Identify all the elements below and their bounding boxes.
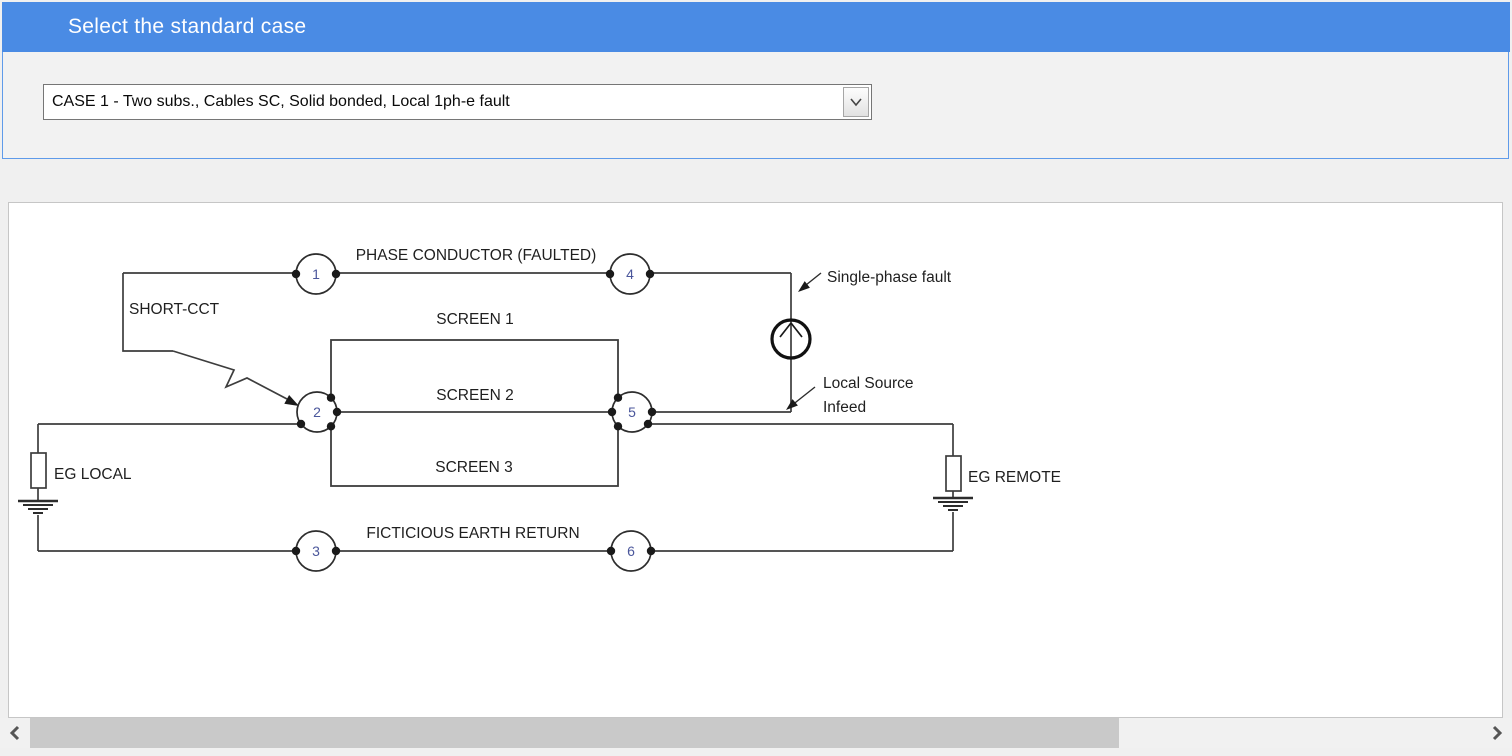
dialog-title: Select the standard case: [68, 15, 307, 38]
eg-local-label: EG LOCAL: [54, 466, 132, 483]
node-6-label: 6: [627, 543, 635, 559]
circuit-diagram: 1 4 2 5 3 6 PHASE CONDUCTOR (FAULTED) SH…: [18, 247, 1061, 572]
short-cct-arrowhead: [284, 395, 299, 406]
ficticious-earth-return-label: FICTICIOUS EARTH RETURN: [366, 525, 579, 542]
case-selector-panel: CASE 1 - Two subs., Cables SC, Solid bon…: [2, 52, 1509, 159]
scrollbar-thumb[interactable]: [30, 718, 1119, 748]
local-source-infeed-arrow: [786, 386, 816, 410]
chevron-left-icon: [9, 725, 20, 741]
phase-conductor-label: PHASE CONDUCTOR (FAULTED): [356, 247, 597, 264]
dialog-titlebar: Select the standard case: [2, 2, 1510, 52]
combobox-dropdown-button[interactable]: [843, 87, 869, 117]
screen3-label: SCREEN 3: [435, 459, 513, 476]
node-3-label: 3: [312, 543, 320, 559]
local-source-label-line1: Local Source: [823, 375, 913, 392]
short-cct-label: SHORT-CCT: [129, 301, 220, 318]
node-5-label: 5: [628, 404, 636, 420]
single-phase-fault-label: Single-phase fault: [827, 269, 952, 286]
single-phase-fault-arrow: [798, 272, 822, 292]
eg-remote-earthing-resistor: [945, 455, 962, 492]
node-4-label: 4: [626, 266, 634, 282]
chevron-down-icon: [850, 98, 862, 107]
node-2-label: 2: [313, 404, 321, 420]
eg-remote-label: EG REMOTE: [968, 469, 1061, 486]
eg-local-earthing-resistor: [30, 452, 47, 489]
case-combobox-value: CASE 1 - Two subs., Cables SC, Solid bon…: [52, 93, 510, 110]
window-bottom-edge: [0, 748, 1512, 756]
local-source-label-line2: Infeed: [823, 399, 866, 416]
node-1-label: 1: [312, 266, 320, 282]
eg-local-ground-icon: [18, 499, 58, 514]
scroll-left-button[interactable]: [0, 718, 30, 748]
current-source-icon: [770, 318, 812, 360]
scroll-right-button[interactable]: [1482, 718, 1512, 748]
case-combobox[interactable]: CASE 1 - Two subs., Cables SC, Solid bon…: [43, 84, 872, 120]
chevron-right-icon: [1492, 725, 1503, 741]
screen2-label: SCREEN 2: [436, 387, 514, 404]
junction-dots: [291, 269, 657, 556]
screen1-label: SCREEN 1: [436, 311, 514, 328]
eg-remote-ground-icon: [933, 496, 973, 511]
diagram-panel: 1 4 2 5 3 6 PHASE CONDUCTOR (FAULTED) SH…: [8, 202, 1503, 718]
horizontal-scrollbar[interactable]: [0, 718, 1512, 748]
